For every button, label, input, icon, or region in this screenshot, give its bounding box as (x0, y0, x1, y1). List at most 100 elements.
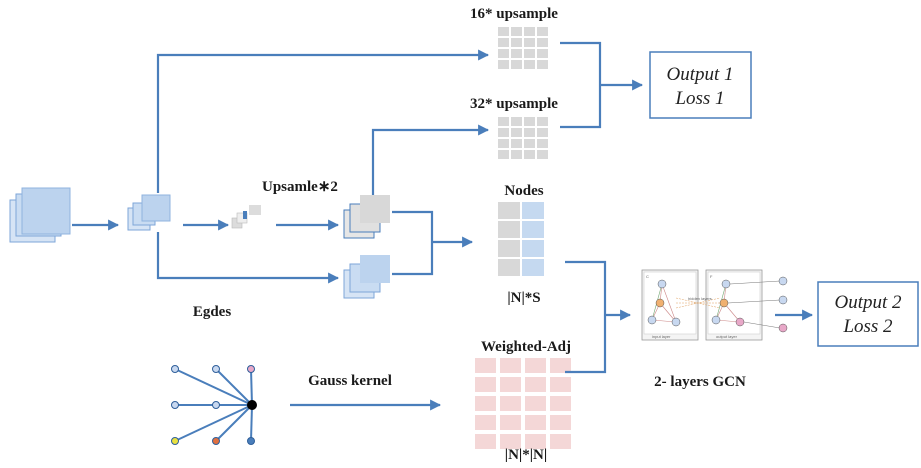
grid-cell (498, 117, 509, 126)
graph-edge (215, 368, 253, 406)
arrow-to-lower-stack (156, 232, 340, 284)
encoder-feature-stack-icon (127, 194, 171, 231)
grid-cell (498, 27, 509, 36)
grid-cell (475, 434, 496, 449)
grid-cell (537, 117, 548, 126)
graph-leaf-node (212, 401, 220, 409)
grid-cell (511, 117, 522, 126)
grid-cell (524, 27, 535, 36)
grid-cell (500, 434, 521, 449)
merge-bracket (392, 210, 434, 276)
gcn-label: 2- layers GCN (654, 374, 746, 390)
graph-edge (174, 368, 253, 406)
grid-cell (511, 38, 522, 47)
grid-cell (537, 128, 548, 137)
grid-cell (537, 38, 548, 47)
output1-box (649, 51, 752, 119)
grid-cell (475, 377, 496, 392)
grid-cell (522, 259, 544, 276)
grid-cell (537, 150, 548, 159)
graph-leaf-node (171, 365, 179, 373)
nodes-dim-label: |N|*S (507, 290, 540, 306)
grid-cell (524, 150, 535, 159)
gcn-output-label: output layer (716, 334, 738, 339)
grid-cell (475, 415, 496, 430)
gauss-kernel-label: Gauss kernel (308, 373, 392, 389)
grid-cell (500, 358, 521, 373)
output1-bracket (560, 41, 602, 129)
arrow-to-upsample16 (156, 49, 490, 193)
output2-line1: Output 2 (834, 292, 902, 313)
grid-cell (537, 49, 548, 58)
gcn-input-label: input layer (652, 334, 671, 339)
grid-cell (500, 396, 521, 411)
grid-cell (498, 60, 509, 69)
grid-cell (498, 221, 520, 238)
graph-edge (174, 404, 253, 442)
upsample16-label: 16* upsample (470, 6, 558, 22)
arrow-to-upsample32 (371, 124, 490, 195)
grid-cell (550, 358, 571, 373)
gcn-bracket (565, 260, 607, 374)
upsampled-feature-stack-icon (343, 195, 390, 239)
grid-cell (524, 49, 535, 58)
grid-cell (475, 358, 496, 373)
grid-cell (550, 396, 571, 411)
output2-line2: Loss 2 (842, 316, 893, 337)
grid-cell (525, 377, 546, 392)
grid-cell (500, 377, 521, 392)
graph-star-icon (171, 365, 257, 445)
grid-cell (524, 60, 535, 69)
upsample32-grid-icon (498, 117, 548, 159)
grid-cell (525, 434, 546, 449)
grid-cell (511, 139, 522, 148)
grid-cell (524, 117, 535, 126)
grid-cell (511, 49, 522, 58)
grid-cell (498, 38, 509, 47)
grid-cell (525, 358, 546, 373)
grid-cell (522, 221, 544, 238)
grid-cell (511, 150, 522, 159)
graph-leaf-node (247, 437, 255, 445)
weighted-adj-grid-icon (475, 358, 571, 449)
graph-edge (215, 404, 253, 442)
grid-cell (550, 434, 571, 449)
tiny-feature-icon (231, 205, 261, 229)
grid-cell (498, 202, 520, 219)
graph-edge (250, 404, 253, 442)
grid-cell (537, 27, 548, 36)
graph-leaf-node (212, 365, 220, 373)
grid-cell (498, 128, 509, 137)
grid-cell (522, 202, 544, 219)
edges-label: Egdes (193, 304, 232, 320)
grid-cell (550, 377, 571, 392)
grid-cell (498, 240, 520, 257)
gcn-diagram-icon: C F (636, 268, 808, 342)
grid-cell (500, 415, 521, 430)
grid-cell (524, 128, 535, 137)
grid-cell (498, 139, 509, 148)
upsample32-label: 32* upsample (470, 96, 558, 112)
graph-edge (250, 368, 253, 406)
graph-leaf-node (247, 365, 255, 373)
upsample16-grid-icon (498, 27, 548, 69)
graph-leaf-node (212, 437, 220, 445)
graph-center-node (247, 400, 257, 410)
output1-line2: Loss 1 (674, 88, 724, 109)
grid-cell (524, 139, 535, 148)
grid-cell (537, 139, 548, 148)
input-feature-stack-icon (9, 187, 71, 243)
output2-box (817, 281, 919, 347)
graph-leaf-node (171, 437, 179, 445)
upsample2-label: Upsamle∗2 (262, 179, 338, 195)
grid-cell (511, 60, 522, 69)
grid-cell (524, 38, 535, 47)
grid-cell (525, 396, 546, 411)
gcn-panel1-letter: C (646, 274, 649, 279)
grid-cell (498, 49, 509, 58)
grid-cell (498, 259, 520, 276)
graph-leaf-node (171, 401, 179, 409)
grid-cell (475, 396, 496, 411)
